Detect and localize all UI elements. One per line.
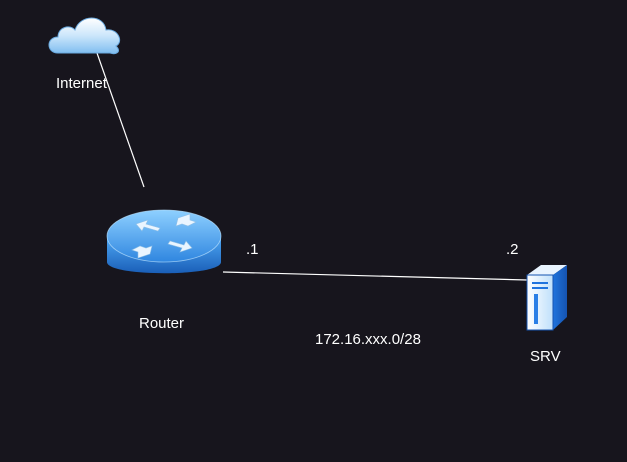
srv-ip-label: .2	[506, 241, 519, 258]
router-icon[interactable]	[106, 209, 222, 274]
router-label: Router	[139, 315, 185, 332]
router-ip-label: .1	[246, 241, 259, 258]
server-icon[interactable]	[526, 265, 567, 331]
cloud-icon[interactable]	[48, 17, 121, 55]
internet-label: Internet	[56, 75, 107, 92]
internet-router-link	[96, 52, 145, 188]
router-srv-link	[222, 271, 528, 281]
subnet-label: 172.16.xxx.0/28	[315, 331, 421, 348]
srv-label: SRV	[530, 348, 561, 365]
